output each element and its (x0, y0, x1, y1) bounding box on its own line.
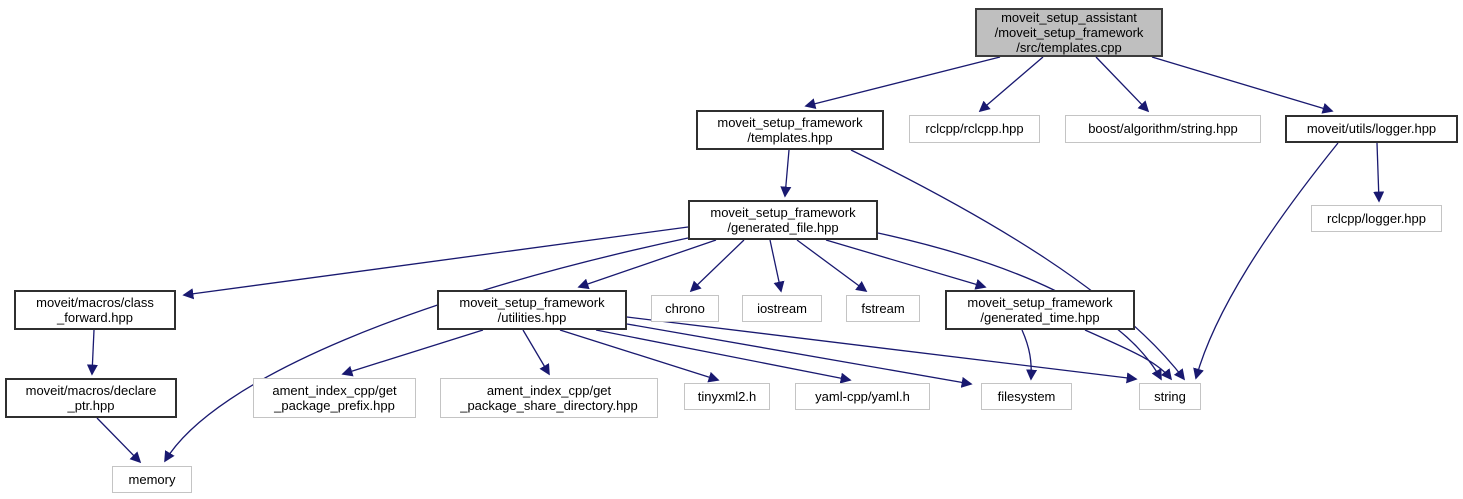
node-boost-string: boost/algorithm/string.hpp (1065, 115, 1261, 143)
edge-templates-hpp-to-generated-file (780, 149, 792, 198)
edge-templates-cpp-to-rclcpp-rclcpp (978, 56, 1044, 113)
node-generated-file[interactable]: moveit_setup_framework /generated_file.h… (688, 200, 878, 240)
edge-moveit-logger-to-string (1193, 142, 1339, 380)
edge-utilities-to-pkg-share (522, 329, 550, 376)
node-pkg-prefix: ament_index_cpp/get _package_prefix.hpp (253, 378, 416, 418)
node-filesystem: filesystem (981, 383, 1072, 410)
node-rclcpp-rclcpp: rclcpp/rclcpp.hpp (909, 115, 1040, 143)
edge-generated-time-to-filesystem (1021, 329, 1038, 381)
edge-generated-file-to-iostream (769, 239, 785, 293)
node-moveit-logger[interactable]: moveit/utils/logger.hpp (1285, 115, 1458, 143)
node-class-forward[interactable]: moveit/macros/class _forward.hpp (14, 290, 176, 330)
node-templates-cpp: moveit_setup_assistant /moveit_setup_fra… (975, 8, 1163, 57)
node-memory: memory (112, 466, 192, 493)
edge-moveit-logger-to-rclcpp-logger (1373, 142, 1385, 203)
edge-generated-file-to-fstream (796, 239, 868, 292)
node-templates-hpp[interactable]: moveit_setup_framework /templates.hpp (696, 110, 884, 150)
edge-templates-hpp-to-string (850, 149, 1186, 381)
edge-class-forward-to-declare-ptr (86, 329, 98, 376)
edge-generated-file-to-generated-time (825, 239, 987, 290)
edge-templates-cpp-to-templates-hpp (804, 56, 1001, 110)
node-fstream: fstream (846, 295, 920, 322)
edge-declare-ptr-to-memory (96, 417, 142, 464)
edge-generated-file-to-class-forward (182, 226, 689, 300)
edge-utilities-to-pkg-prefix (341, 329, 484, 377)
node-iostream: iostream (742, 295, 822, 322)
node-generated-time[interactable]: moveit_setup_framework /generated_time.h… (945, 290, 1135, 330)
node-utilities[interactable]: moveit_setup_framework /utilities.hpp (437, 290, 627, 330)
node-declare-ptr[interactable]: moveit/macros/declare _ptr.hpp (5, 378, 177, 418)
edge-utilities-to-yaml-cpp (595, 329, 852, 384)
node-rclcpp-logger: rclcpp/logger.hpp (1311, 205, 1442, 232)
edge-generated-time-to-string (1084, 329, 1173, 381)
node-tinyxml2: tinyxml2.h (684, 383, 770, 410)
node-chrono: chrono (651, 295, 719, 322)
node-yaml-cpp: yaml-cpp/yaml.h (795, 383, 930, 410)
edge-generated-file-to-chrono (689, 239, 745, 293)
edge-templates-cpp-to-moveit-logger (1151, 56, 1334, 114)
edge-generated-file-to-memory (164, 237, 689, 463)
edge-utilities-to-filesystem (626, 323, 973, 388)
node-pkg-share: ament_index_cpp/get _package_share_direc… (440, 378, 658, 418)
edge-utilities-to-tinyxml2 (559, 329, 720, 383)
edge-generated-file-to-utilities (577, 239, 717, 290)
edge-utilities-to-string (626, 316, 1138, 384)
edge-templates-cpp-to-boost-string (1095, 56, 1150, 113)
node-string: string (1139, 383, 1201, 410)
